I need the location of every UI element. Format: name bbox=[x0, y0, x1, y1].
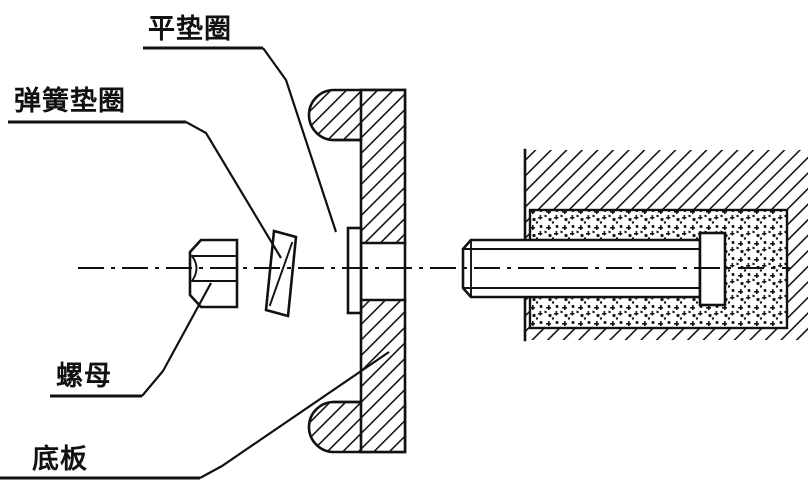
part-labels: 平垫圈 弹簧垫圈 螺母 底板 bbox=[14, 14, 232, 475]
label-nut: 螺母 bbox=[56, 361, 112, 392]
spring-washer-split-line bbox=[268, 241, 294, 307]
hex-nut-body bbox=[188, 238, 239, 309]
hex-nut bbox=[188, 238, 239, 309]
leader-line-flat-washer bbox=[262, 47, 338, 233]
label-spring-washer: 弹簧垫圈 bbox=[14, 85, 126, 117]
leader-line-nut bbox=[141, 282, 212, 397]
spring-washer bbox=[264, 229, 298, 318]
leader-line-spring-washer bbox=[185, 121, 282, 259]
leader-lines bbox=[0, 46, 390, 480]
label-flat-washer: 平垫圈 bbox=[148, 14, 232, 45]
label-base-plate: 底板 bbox=[32, 443, 88, 475]
hex-nut-chamfer-arc bbox=[190, 254, 198, 283]
leader-line-base-plate bbox=[199, 351, 390, 479]
flat-washer bbox=[346, 226, 363, 315]
flat-washer-body bbox=[346, 226, 363, 315]
